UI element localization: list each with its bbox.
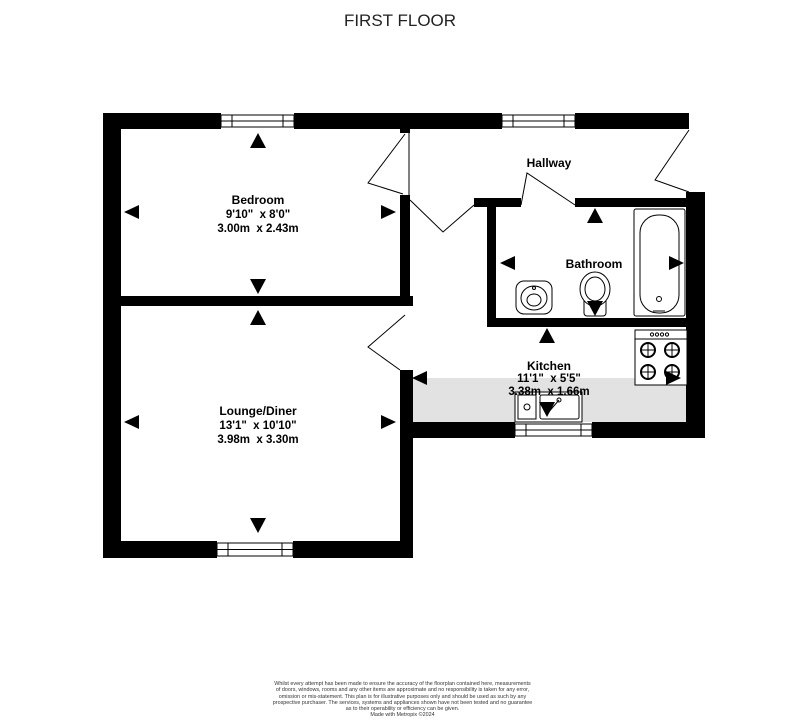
arrow-up xyxy=(250,133,266,148)
arrow-left xyxy=(412,371,427,385)
room-dimensions-metric: 3.00m x 2.43m xyxy=(217,223,298,235)
bathtub xyxy=(633,208,686,317)
wall-top-3 xyxy=(575,113,689,129)
room-dimensions-metric: 3.38m x 1.66m xyxy=(508,386,589,398)
window-bedroom xyxy=(220,114,295,128)
room-dimensions-imperial: 13'1" x 10'10" xyxy=(219,420,296,432)
wall-top-2 xyxy=(294,113,502,129)
wall-kitchen-bottom-1 xyxy=(405,422,515,438)
disclaimer-line: of doors, windows, rooms and any other i… xyxy=(275,687,530,694)
door-lounge xyxy=(367,314,406,371)
room-label-bathroom: Bathroom xyxy=(566,257,623,271)
room-label-bedroom: Bedroom 9'10" x 8'0" 3.00m x 2.43m xyxy=(217,193,298,235)
arrow-right xyxy=(669,256,684,270)
floor-title: FIRST FLOOR xyxy=(344,11,456,30)
arrow-left xyxy=(500,256,515,270)
wall-bedroom-right-top xyxy=(400,129,410,133)
arrow-up xyxy=(539,328,555,343)
arrow-down xyxy=(250,518,266,533)
disclaimer-line: as to their operability or efficiency ca… xyxy=(345,706,460,713)
arrow-right xyxy=(666,371,681,385)
door-entrance xyxy=(654,129,690,193)
arrow-right xyxy=(381,415,396,429)
disclaimer: Whilst every attempt has been made to en… xyxy=(230,681,575,719)
arrow-down xyxy=(539,402,555,417)
wall-kitchen-bottom-2 xyxy=(592,422,705,438)
room-name: Hallway xyxy=(527,156,572,170)
wall-bottom-1 xyxy=(103,541,217,558)
metropix-credit: Made with Metropix ©2024 xyxy=(370,712,435,719)
view-arrows xyxy=(124,133,684,533)
door-bedroom xyxy=(367,132,410,195)
room-dimensions-metric: 3.98m x 3.30m xyxy=(217,434,298,446)
door-hallway-inner xyxy=(409,199,475,233)
basin xyxy=(515,280,553,315)
walls xyxy=(103,113,705,558)
arrow-up xyxy=(250,310,266,325)
arrow-down xyxy=(587,301,603,316)
disclaimer-line: Whilst every attempt has been made to en… xyxy=(274,681,531,687)
wall-top-1 xyxy=(103,113,221,129)
arrow-up xyxy=(587,208,603,223)
window-kitchen xyxy=(514,423,593,437)
wall-right xyxy=(686,192,705,438)
wall-lounge-right xyxy=(400,370,413,558)
room-label-hallway: Hallway xyxy=(527,156,572,170)
arrow-left xyxy=(124,205,139,219)
disclaimer-line: prospective purchaser. The services, sys… xyxy=(272,699,533,706)
window-lounge xyxy=(216,542,294,557)
wall-bedroom-right xyxy=(400,195,410,301)
room-name: Bedroom xyxy=(232,193,285,207)
wall-bedroom-lounge xyxy=(103,296,413,306)
wall-bath-bottom xyxy=(487,318,687,327)
room-name: Lounge/Diner xyxy=(219,404,297,418)
wall-bath-top-2 xyxy=(575,198,689,207)
room-dimensions-imperial: 9'10" x 8'0" xyxy=(226,209,290,221)
wall-bottom-2 xyxy=(293,541,413,558)
wall-bath-top-1 xyxy=(474,198,521,207)
doors xyxy=(367,129,690,371)
room-label-kitchen: Kitchen 11'1" x 5'5" 3.38m x 1.66m xyxy=(508,359,589,398)
arrow-right xyxy=(381,205,396,219)
room-name: Bathroom xyxy=(566,257,623,271)
wall-bath-left xyxy=(487,198,496,326)
window-hallway xyxy=(501,114,576,128)
arrow-down xyxy=(250,279,266,294)
room-dimensions-imperial: 11'1" x 5'5" xyxy=(517,373,581,385)
windows xyxy=(216,114,593,557)
disclaimer-line: omission or mis-statement. This plan is … xyxy=(278,693,527,700)
room-label-lounge: Lounge/Diner 13'1" x 10'10" 3.98m x 3.30… xyxy=(217,404,298,446)
room-name: Kitchen xyxy=(527,359,571,373)
wall-left xyxy=(103,113,121,558)
cooker xyxy=(634,329,688,386)
sink xyxy=(514,391,583,423)
arrow-left xyxy=(124,415,139,429)
door-bathroom xyxy=(520,172,576,206)
